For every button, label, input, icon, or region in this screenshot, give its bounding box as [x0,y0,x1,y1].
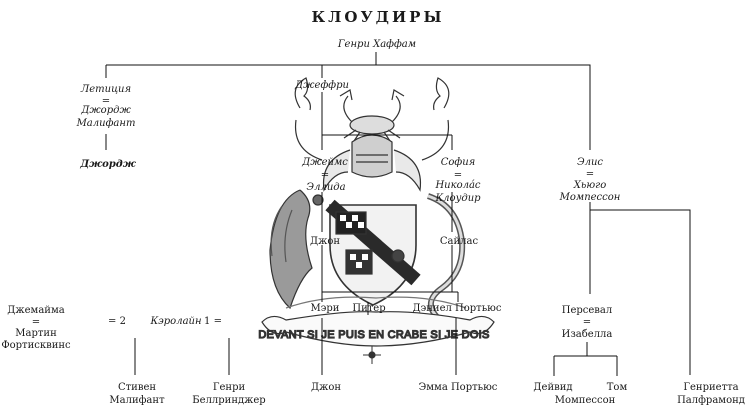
marriage-sign: = [101,96,111,107]
person-tom: Том [606,382,628,393]
person-daniel: Дэниел Портьюс [412,303,502,314]
person-henrietta-line2: Палфрамонд [677,395,745,406]
person-henry-bellringer-line1: Генри [212,382,246,393]
marriage-sign: = [453,170,463,181]
person-george: Джордж [80,159,136,170]
marriage-sign: = [320,170,330,181]
person-jane: Эллида [306,182,346,193]
person-perseval: Персевал [561,305,613,316]
marriage-sign: = [582,317,592,328]
person-jemima: Джемайма [7,305,65,316]
person-peter: Питер [352,303,386,314]
person-henry-bellringer-line2: Беллринджер [192,395,266,406]
connector-lines [105,52,691,376]
person-geoffrey: Джеффри [295,80,349,91]
person-david-line2: Момпессон [554,395,616,406]
marriage-order-2: = 2 [108,316,126,327]
person-caroline: Кэролайн [150,316,202,327]
coat-of-arms: DEVANT SI JE PUIS EN CRABE SI JE DOIS [258,77,495,364]
marriage-sign: = [585,169,595,180]
motto-label: DEVANT SI JE PUIS EN CRABE SI JE DOIS [258,329,489,341]
marriage-sign: = [31,317,41,328]
person-martin-line1: Мартин [15,328,57,339]
person-leticia: Летиция [80,84,132,95]
marriage-order-1: 1 = [204,316,222,327]
person-hugo-line2: Момпессон [559,192,621,203]
person-isabella: Изабелла [561,329,613,340]
person-hugo-line1: Хьюго [573,180,607,191]
person-george-malifant-line2: Малифант [76,118,136,129]
person-sofia: София [440,157,476,168]
person-nicholas-line2: Клоудир [435,193,481,204]
person-martin-line2: Фортисквинс [1,340,71,351]
person-george-malifant-line1: Джордж [81,105,131,116]
person-henry-haffam: Генри Хаффам [337,39,417,50]
person-stephen-line2: Малифант [109,395,165,406]
person-alice: Элис [576,157,604,168]
person-nicholas-line1: Никола́с [435,180,481,191]
person-john-mid: Джон [309,236,341,247]
person-emma: Эмма Портьюс [418,382,498,393]
person-james: Джеймс [302,157,348,168]
person-stephen-line1: Стивен [117,382,157,393]
person-david-line1: Дейвид [533,382,573,393]
motto-text: DEVANT SI JE PUIS EN CRABE SI JE DOIS [258,329,489,341]
person-mary: Мэри [310,303,340,314]
person-henrietta-line1: Генриетта [683,382,739,393]
person-silas: Сайлас [439,236,479,247]
page-title: КЛОУДИРЫ [311,8,445,26]
person-john: Джон [310,382,342,393]
